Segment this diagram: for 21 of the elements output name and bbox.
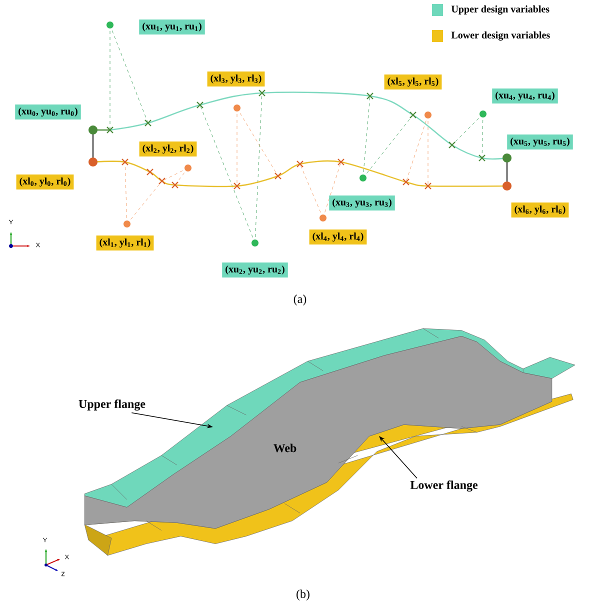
coordinate-label: (xu$_{5}$, yu$_{5}$, ru$_{5}$)	[507, 134, 573, 150]
part-label: Lower flange	[410, 480, 478, 492]
panel-label: (b)	[296, 590, 310, 600]
coordinate-label: (xl$_{4}$, yl$_{4}$, rl$_{4}$)	[309, 229, 367, 245]
part-label: Upper flange	[78, 399, 146, 411]
panel-label: (a)	[294, 294, 306, 306]
part-label: Web	[274, 444, 296, 452]
coordinate-label: (xu$_{0}$, yu$_{0}$, ru$_{0}$)	[15, 104, 81, 120]
coordinate-label: (xu$_{1}$, yu$_{1}$, ru$_{1}$)	[139, 19, 205, 35]
coordinate-label: (xu$_{3}$, yu$_{3}$, ru$_{3}$)	[329, 195, 395, 211]
coordinate-label: (xl$_{6}$, yl$_{6}$, rl$_{6}$)	[511, 202, 569, 218]
coordinate-label: (xl$_{2}$, yl$_{2}$, rl$_{2}$)	[139, 141, 197, 157]
coordinate-label: (xl$_{5}$, yl$_{5}$, rl$_{5}$)	[384, 74, 442, 90]
coordinate-label: (xl$_{1}$, yl$_{1}$, rl$_{1}$)	[96, 235, 154, 251]
legend-text: Lower design variables	[451, 31, 550, 41]
coordinate-label: (xu$_{2}$, yu$_{2}$, ru$_{2}$)	[222, 262, 288, 278]
coordinate-label: (xl$_{0}$, yl$_{0}$, rl$_{0}$)	[16, 174, 74, 190]
legend-text: Upper design variables	[451, 5, 550, 15]
coordinate-label: (xu$_{4}$, yu$_{4}$, ru$_{4}$)	[492, 88, 558, 104]
coordinate-label: (xl$_{3}$, yl$_{3}$, rl$_{3}$)	[207, 71, 265, 87]
leader-line	[379, 436, 418, 479]
